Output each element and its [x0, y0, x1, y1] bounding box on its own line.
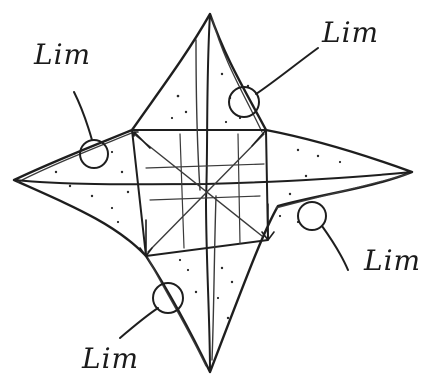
label-right: Lim: [363, 244, 421, 277]
leader-line-right: [322, 226, 348, 270]
leader-line-top-right: [256, 48, 318, 94]
leader-line-bottom-left: [120, 308, 158, 338]
label-top-left: Lim: [33, 38, 91, 71]
label-top-right: Lim: [321, 16, 379, 49]
mid-fold-v: [180, 134, 240, 248]
inner-horizontal-line: [14, 172, 412, 184]
label-bottom-left: Lim: [81, 342, 139, 375]
fold-arrow-bottom-right: [262, 204, 274, 240]
leader-line-top-left: [74, 92, 92, 140]
fold-arrow-top-right: [252, 130, 266, 146]
stipple-dots: [55, 73, 341, 319]
fold-arrow-top-left: [134, 132, 150, 148]
